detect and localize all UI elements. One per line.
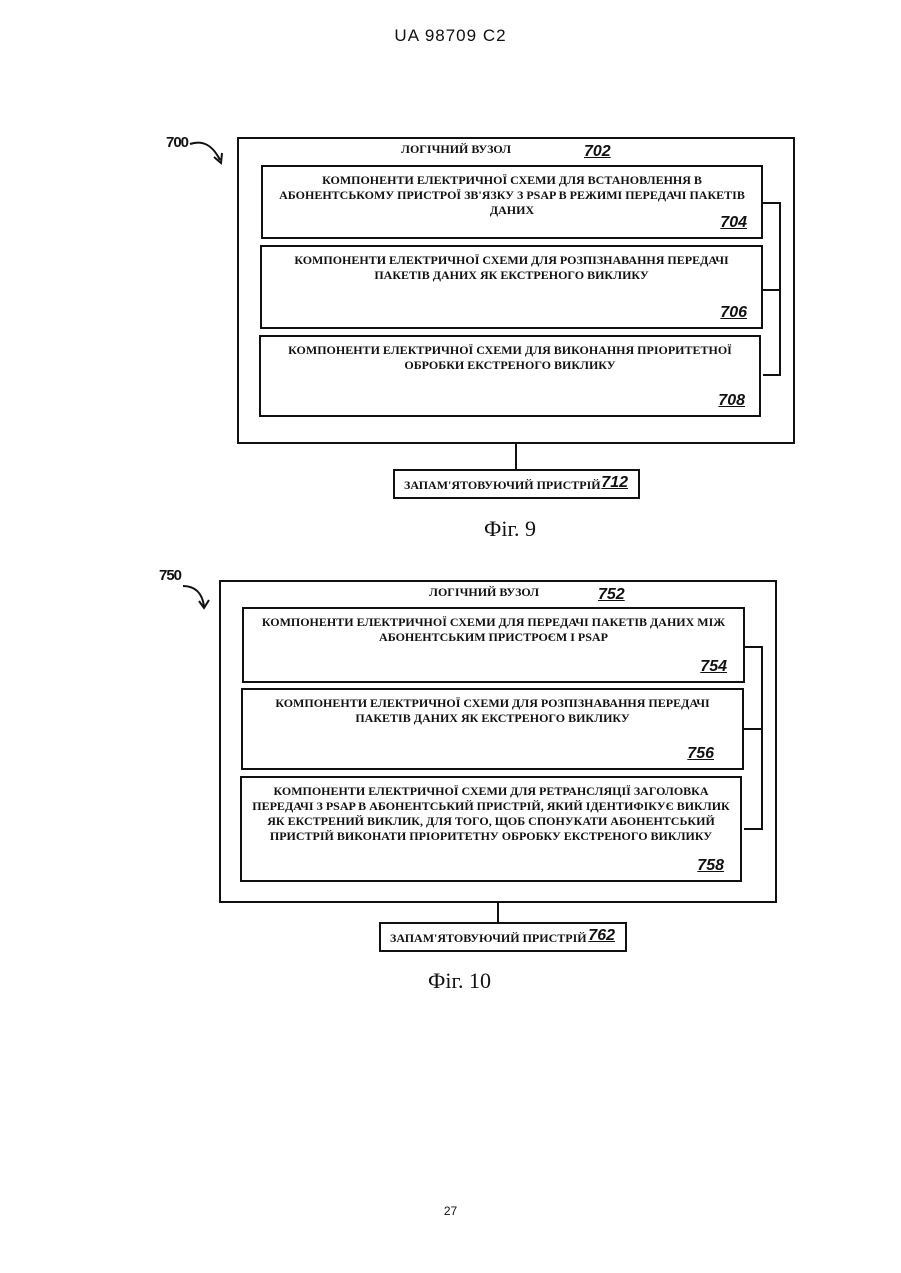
block-ref: 756	[687, 745, 714, 763]
bus-stub	[763, 289, 781, 291]
logic-node-ref: 752	[598, 586, 625, 604]
block-ref: 704	[720, 214, 747, 232]
memory-ref: 762	[588, 927, 615, 945]
block-ref: 758	[697, 857, 724, 875]
reference-arrow-icon	[180, 580, 212, 612]
figure-caption: Фіг. 9	[484, 516, 536, 542]
memory-label: ЗАПАМ'ЯТОВУЮЧИЙ ПРИСТРІЙ	[390, 931, 587, 946]
block-text: КОМПОНЕНТИ ЕЛЕКТРИЧНОЇ СХЕМИ ДЛЯ РОЗПІЗН…	[262, 253, 761, 283]
circuit-block-758: КОМПОНЕНТИ ЕЛЕКТРИЧНОЇ СХЕМИ ДЛЯ РЕТРАНС…	[240, 776, 742, 882]
logic-node-ref: 702	[584, 143, 611, 161]
block-ref: 708	[718, 392, 745, 410]
memory-device-box: ЗАПАМ'ЯТОВУЮЧИЙ ПРИСТРІЙ 712	[393, 469, 640, 499]
patent-header: UA 98709 C2	[0, 26, 901, 46]
figure-caption: Фіг. 10	[428, 968, 491, 994]
memory-ref: 712	[601, 474, 628, 492]
block-ref: 706	[720, 304, 747, 322]
logic-node-title: ЛОГІЧНИЙ ВУЗОЛ	[429, 585, 539, 600]
block-text: КОМПОНЕНТИ ЕЛЕКТРИЧНОЇ СХЕМИ ДЛЯ РЕТРАНС…	[242, 784, 740, 844]
logic-node-title: ЛОГІЧНИЙ ВУЗОЛ	[401, 142, 511, 157]
circuit-block-708: КОМПОНЕНТИ ЕЛЕКТРИЧНОЇ СХЕМИ ДЛЯ ВИКОНАН…	[259, 335, 761, 417]
figure-ref-700: 700	[166, 134, 188, 151]
memory-label: ЗАПАМ'ЯТОВУЮЧИЙ ПРИСТРІЙ	[404, 478, 601, 493]
circuit-block-754: КОМПОНЕНТИ ЕЛЕКТРИЧНОЇ СХЕМИ ДЛЯ ПЕРЕДАЧ…	[242, 607, 745, 683]
block-text: КОМПОНЕНТИ ЕЛЕКТРИЧНОЇ СХЕМИ ДЛЯ ВИКОНАН…	[261, 343, 759, 373]
bus-stub	[744, 728, 763, 730]
circuit-block-706: КОМПОНЕНТИ ЕЛЕКТРИЧНОЇ СХЕМИ ДЛЯ РОЗПІЗН…	[260, 245, 763, 329]
reference-arrow-icon	[188, 138, 228, 168]
block-text: КОМПОНЕНТИ ЕЛЕКТРИЧНОЇ СХЕМИ ДЛЯ ВСТАНОВ…	[263, 173, 761, 218]
circuit-block-704: КОМПОНЕНТИ ЕЛЕКТРИЧНОЇ СХЕМИ ДЛЯ ВСТАНОВ…	[261, 165, 763, 239]
memory-device-box: ЗАПАМ'ЯТОВУЮЧИЙ ПРИСТРІЙ 762	[379, 922, 627, 952]
block-text: КОМПОНЕНТИ ЕЛЕКТРИЧНОЇ СХЕМИ ДЛЯ РОЗПІЗН…	[243, 696, 742, 726]
block-ref: 754	[700, 658, 727, 676]
page-number: 27	[0, 1204, 901, 1218]
memory-connector	[497, 903, 499, 924]
figure-ref-750: 750	[159, 567, 181, 584]
memory-connector	[515, 444, 517, 470]
bus-bracket	[744, 646, 763, 830]
block-text: КОМПОНЕНТИ ЕЛЕКТРИЧНОЇ СХЕМИ ДЛЯ ПЕРЕДАЧ…	[244, 615, 743, 645]
circuit-block-756: КОМПОНЕНТИ ЕЛЕКТРИЧНОЇ СХЕМИ ДЛЯ РОЗПІЗН…	[241, 688, 744, 770]
